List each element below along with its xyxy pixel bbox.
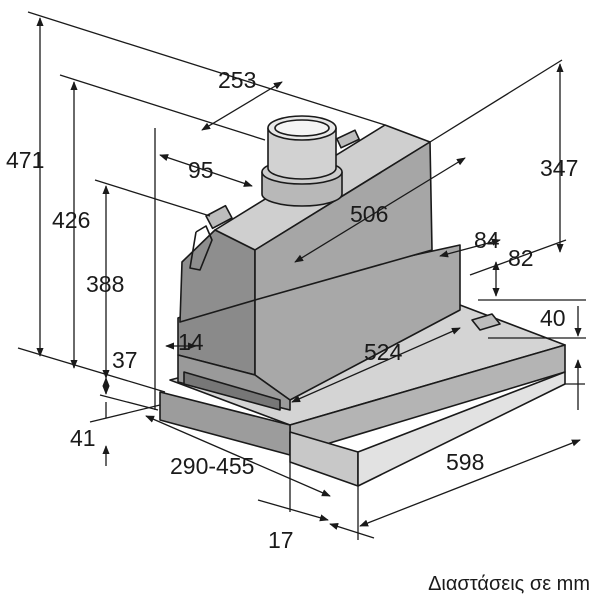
- dim-line-253: [201, 81, 283, 131]
- dim-label-524: 524: [364, 339, 403, 365]
- dim-line-524: [291, 327, 461, 403]
- dim-label-388: 388: [86, 271, 124, 297]
- dim-label-506: 506: [350, 201, 388, 227]
- duct-collar: [261, 115, 343, 207]
- dim-line-506: [294, 157, 466, 263]
- dim-line-17b: [329, 523, 375, 539]
- dim-line-95: [159, 154, 253, 187]
- units-caption: Διαστάσεις σε mm: [428, 573, 590, 595]
- dim-label-17: 17: [268, 527, 294, 553]
- dim-label-290-455: 290-455: [170, 453, 254, 479]
- dim-label-95: 95: [188, 157, 214, 183]
- dim-label-37: 37: [112, 347, 138, 373]
- dimension-arrows: [36, 17, 582, 539]
- dim-label-471: 471: [6, 147, 44, 173]
- dim-label-347: 347: [540, 155, 578, 181]
- dim-line-84: [439, 238, 501, 258]
- left-bracket: [189, 225, 213, 271]
- side-tab: [471, 313, 501, 331]
- dim-label-253: 253: [218, 67, 256, 93]
- dim-line-290-455: [145, 415, 331, 497]
- rear-clip: [336, 129, 360, 149]
- dim-label-40: 40: [540, 305, 566, 331]
- filter-panel: [183, 371, 281, 411]
- bracket-clip: [205, 204, 233, 230]
- dim-line-17: [257, 499, 329, 522]
- dim-label-82: 82: [508, 245, 534, 271]
- box-front: [179, 229, 256, 323]
- dim-label-14: 14: [178, 329, 204, 355]
- dimension-labels: 471 426 388 253 95 506 347 84 82 40 14 3…: [6, 67, 578, 553]
- dim-label-41: 41: [70, 425, 96, 451]
- dim-label-598: 598: [446, 449, 484, 475]
- dim-label-84: 84: [474, 227, 500, 253]
- dim-label-426: 426: [52, 207, 90, 233]
- dim-line-598: [359, 439, 581, 527]
- hood-body: [159, 115, 566, 487]
